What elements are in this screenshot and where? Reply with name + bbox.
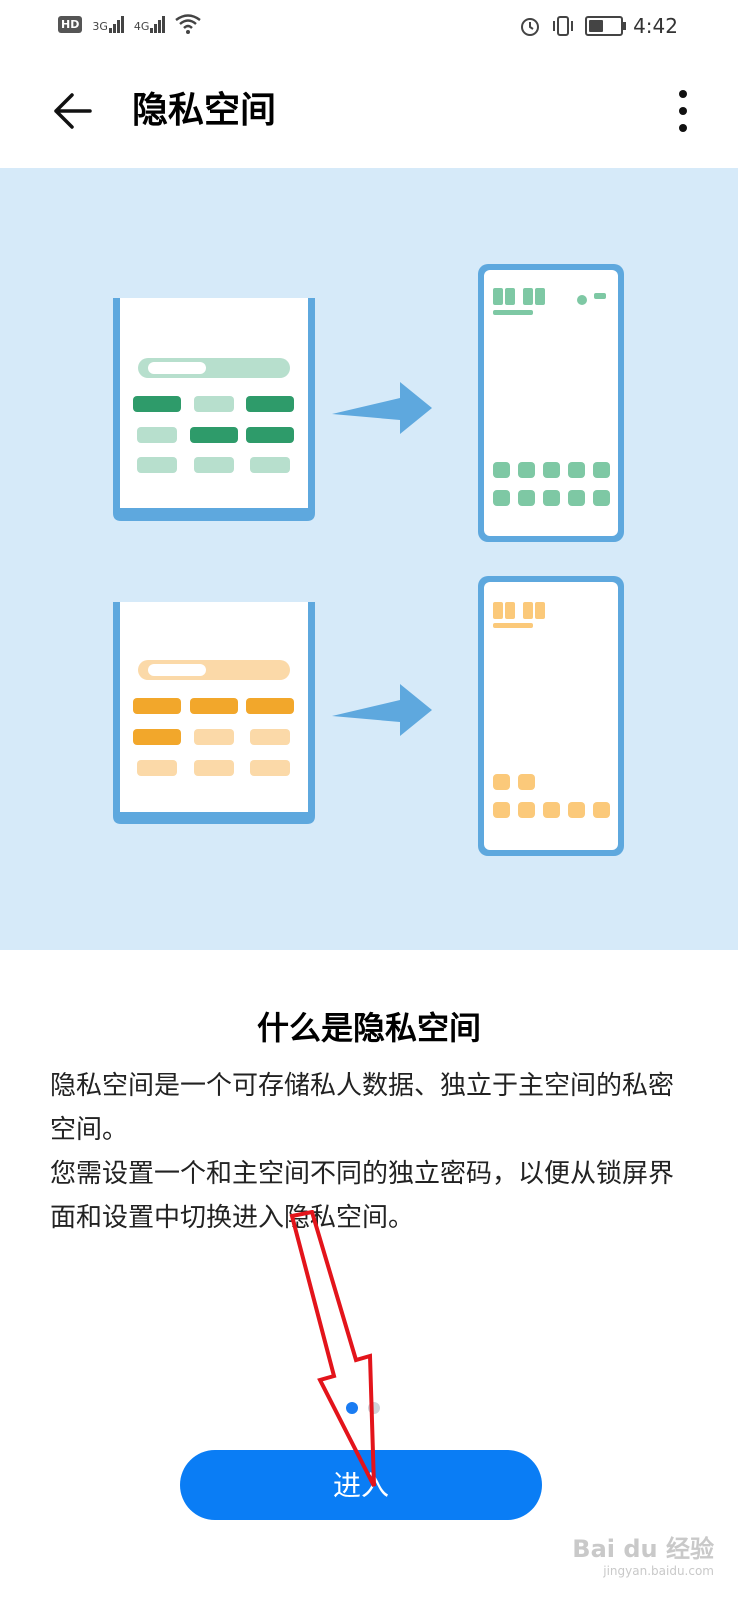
network-type-label: 3G	[92, 19, 108, 33]
watermark-text: Bai du 经验	[572, 1535, 714, 1563]
back-button[interactable]	[48, 86, 98, 136]
arrow-left-icon	[54, 93, 92, 129]
status-bar: HD 3G 4G 4:42	[0, 0, 738, 56]
wifi-icon	[175, 14, 202, 34]
vibrate-icon	[553, 16, 574, 36]
battery-fill	[589, 20, 604, 32]
main-space-card	[113, 298, 315, 521]
status-right: 4:42	[519, 14, 678, 38]
network-type-label: 4G	[133, 19, 150, 33]
more-options-button[interactable]	[668, 84, 698, 138]
main-space-phone	[478, 264, 624, 542]
page-dot	[346, 1402, 358, 1414]
battery-icon	[585, 16, 627, 36]
private-space-card	[113, 602, 315, 824]
hd-badge: HD	[58, 15, 83, 33]
private-space-phone	[478, 576, 624, 856]
illustration	[0, 168, 738, 950]
app-bar: 隐私空间	[0, 56, 738, 166]
arrow-right-icon	[332, 684, 432, 736]
arrow-right-icon	[332, 382, 432, 434]
annotation-arrow-icon	[289, 1210, 376, 1487]
watermark-sub: jingyan.baidu.com	[603, 1564, 714, 1578]
status-left: HD 3G 4G	[58, 14, 202, 34]
section-title: 什么是隐私空间	[256, 1009, 481, 1047]
description-paragraph-2: 您需设置一个和主空间不同的独立密码，以便从锁屏界面和设置中切换进入隐私空间。	[50, 1159, 675, 1233]
more-vertical-icon	[679, 90, 687, 132]
page-title: 隐私空间	[132, 90, 277, 131]
content: 什么是隐私空间 隐私空间是一个可存储私人数据、独立于主空间的私密空间。 您需设置…	[0, 980, 738, 1240]
watermark: Bai du 经验 jingyan.baidu.com	[572, 1529, 714, 1578]
illustration-graphic	[113, 264, 624, 856]
description-paragraph-1: 隐私空间是一个可存储私人数据、独立于主空间的私密空间。	[50, 1071, 675, 1145]
clock: 4:42	[633, 14, 678, 38]
enter-button[interactable]: 进入	[180, 1450, 542, 1520]
signal-icon: 3G	[92, 15, 124, 33]
signal-icon: 4G	[133, 15, 166, 33]
alarm-icon	[521, 18, 540, 36]
